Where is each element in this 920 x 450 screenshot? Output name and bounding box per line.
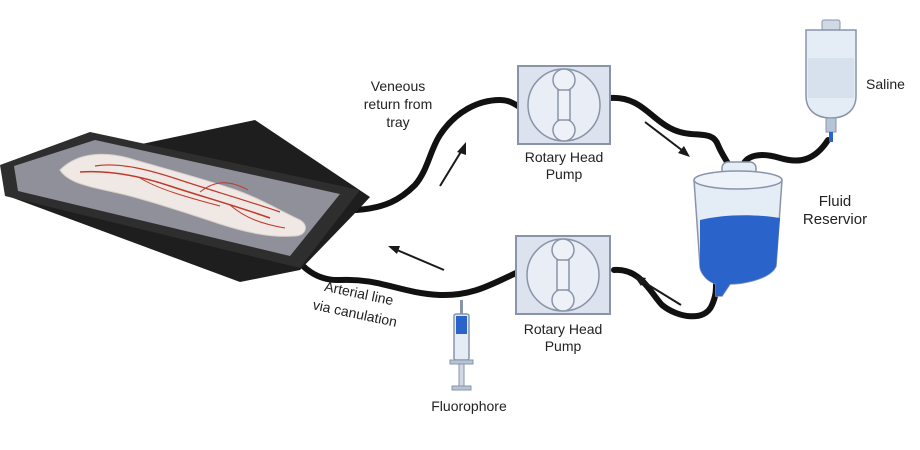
reservoir-label-line2: Reservior <box>803 211 867 228</box>
pump-bottom-label-line1: Rotary Head <box>524 321 603 337</box>
rotary-pump-bottom <box>515 235 611 315</box>
fluid-reservoir-icon <box>693 161 783 297</box>
arrow-venous-up <box>439 142 466 187</box>
arterial-tube <box>289 247 519 299</box>
reservoir-label-line1: Fluid <box>819 193 852 210</box>
pump-bottom-label-line2: Pump <box>545 338 582 354</box>
pump-top-label-line2: Pump <box>546 166 583 182</box>
pump-top-label-line1: Rotary Head <box>525 149 604 165</box>
iv-bag-icon <box>805 19 857 142</box>
reservoir-loop-tube <box>739 137 831 171</box>
saline-label: Saline <box>866 76 905 92</box>
syringe-icon <box>449 300 474 391</box>
fluorophore-label: Fluorophore <box>431 398 507 414</box>
perfusion-tray-icon <box>0 120 370 282</box>
arrow-to-tray <box>388 246 445 271</box>
venous-label-line2: return from <box>364 96 432 112</box>
arrow-to-reservoir <box>644 121 690 157</box>
venous-label-line1: Veneous <box>371 78 426 94</box>
venous-return-tube <box>353 97 521 213</box>
rotary-pump-top <box>517 65 611 145</box>
flow-arrows <box>388 121 690 306</box>
arrow-from-reservoir <box>634 276 682 306</box>
venous-label-line3: tray <box>386 114 409 130</box>
reservoir-to-pump-tube <box>611 266 719 320</box>
pump-to-reservoir-tube <box>607 94 733 171</box>
